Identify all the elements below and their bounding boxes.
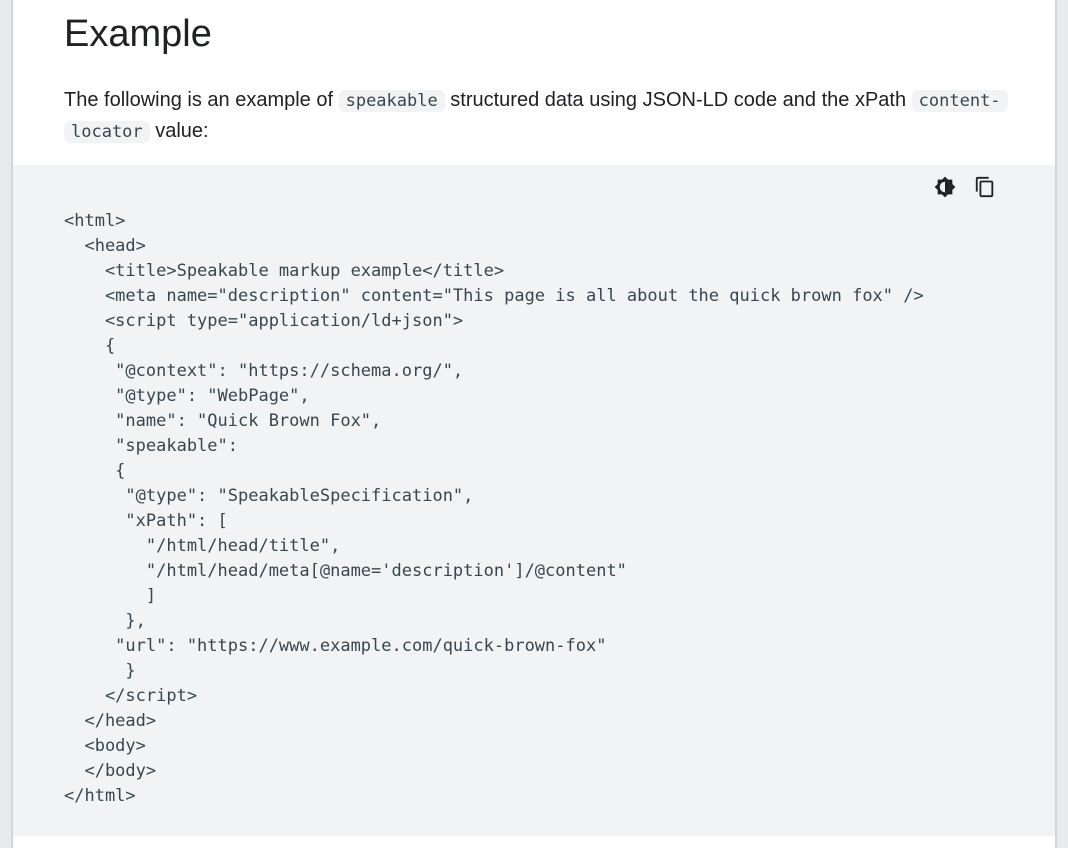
inline-code-chip: content-locator xyxy=(64,90,1008,143)
code-toolbar xyxy=(934,176,996,198)
dark-code-theme-toggle-button[interactable] xyxy=(934,176,956,198)
copy-icon xyxy=(974,176,996,198)
left-scrollbar-gutter[interactable] xyxy=(0,0,13,848)
right-scrollbar-gutter[interactable] xyxy=(1055,0,1068,848)
inline-code-chip: speakable xyxy=(338,90,445,112)
code-text: <html> <head> <title>Speakable markup ex… xyxy=(64,211,924,806)
article-content: Example The following is an example of s… xyxy=(13,0,1055,848)
copy-code-button[interactable] xyxy=(974,176,996,198)
brightness-toggle-icon xyxy=(934,176,956,198)
page-title: Example xyxy=(64,13,212,55)
code-block: <html> <head> <title>Speakable markup ex… xyxy=(13,165,1055,836)
code-content: <html> <head> <title>Speakable markup ex… xyxy=(64,209,1035,809)
intro-paragraph: The following is an example of speakable… xyxy=(64,85,1016,147)
